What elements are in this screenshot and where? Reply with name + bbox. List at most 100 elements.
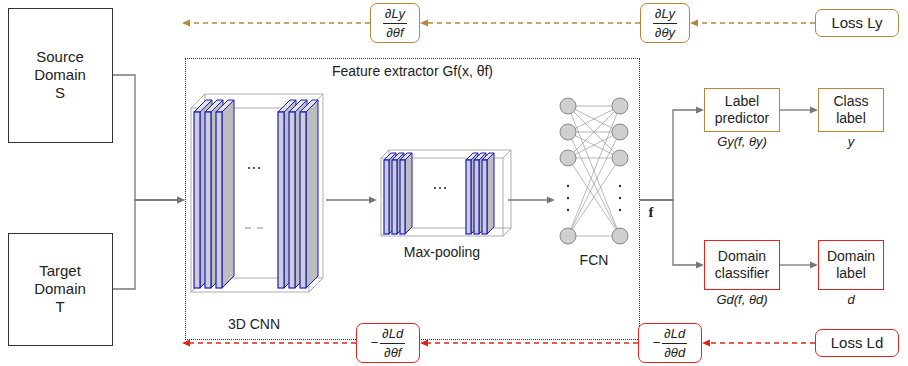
gradient-box: −∂Ld∂θf (356, 323, 420, 363)
arrowhead (182, 20, 190, 27)
box-text: Domain label (827, 248, 875, 282)
function-label: Gy(f, θy) (685, 134, 799, 150)
layer-slab (289, 112, 295, 288)
arrowhead (696, 107, 704, 114)
connector-line (780, 109, 812, 110)
layer-slab (384, 160, 389, 234)
layer-slab (487, 153, 494, 234)
layer-slab (389, 153, 396, 234)
arrowhead (810, 107, 818, 114)
gradient-numerator: ∂Ld (380, 326, 405, 344)
box-text: Target Domain T (34, 262, 86, 316)
function-label: y (799, 134, 903, 150)
box-text: Domain classifier (715, 248, 769, 282)
box-text: Class label (833, 93, 868, 127)
fc-connection (568, 158, 620, 236)
arrowhead (702, 340, 710, 347)
function-label: Gd(f, θd) (685, 292, 799, 308)
flow-arrow (369, 197, 377, 204)
stage-label: Max-pooling (404, 244, 480, 260)
fc-connection (568, 132, 620, 236)
gradient-flow-arrow (182, 20, 370, 27)
fc-connection (568, 132, 620, 158)
connector (780, 107, 818, 114)
connector (113, 197, 186, 290)
feature-symbol: f (649, 204, 654, 221)
ellipsis-dot (619, 197, 621, 199)
ellipsis-dot (567, 185, 569, 187)
volume-outline (503, 228, 511, 236)
connector-line (640, 110, 698, 200)
neuron (560, 150, 576, 166)
ellipsis-dash (257, 228, 263, 229)
arrowhead (696, 262, 704, 269)
ellipsis-dot (248, 167, 250, 169)
domain-box: Target Domain T (8, 233, 113, 346)
ellipsis-dot (253, 167, 255, 169)
fc-connection (568, 106, 620, 236)
layer-slab (306, 100, 318, 288)
fc-connection (568, 106, 620, 132)
layer-slab (482, 160, 487, 234)
layer-slab (205, 112, 211, 288)
layer-slab (200, 100, 212, 288)
volume-outline (191, 108, 309, 292)
connector (420, 20, 640, 27)
connector (113, 75, 186, 204)
domain-box: Source Domain S (8, 8, 113, 143)
loss-box: Loss Ld (815, 329, 899, 357)
volume-outline (503, 150, 511, 158)
gradient-box: ∂Ly∂θf (370, 3, 420, 43)
layer-slab (400, 160, 405, 234)
fc-connection (568, 132, 620, 236)
layer-slab (216, 112, 222, 288)
ellipsis-dot (567, 209, 569, 211)
ellipsis-dot (434, 187, 436, 189)
connector-line (696, 22, 815, 23)
class-label-box: Class labely (818, 88, 884, 132)
loss-box: Loss Ly (815, 9, 899, 37)
minus-sign: − (371, 335, 379, 351)
layer-slab (392, 160, 397, 234)
connector-line (188, 342, 356, 343)
layer-slab (471, 153, 478, 234)
function-label: d (799, 292, 903, 308)
gradient-numerator: ∂Ly (653, 6, 677, 24)
flow-arrow (508, 199, 548, 200)
box-text: Loss Ly (831, 14, 882, 32)
stage-label: FCN (580, 252, 609, 268)
region-heading: Feature extractor Gf(x, θf) (332, 63, 493, 80)
ellipsis-dot (619, 209, 621, 211)
gradient-box: −∂Ld∂θd (638, 323, 702, 363)
gradient-flow-arrow (182, 340, 356, 347)
layer-slab (284, 100, 296, 288)
ellipsis-dot (567, 197, 569, 199)
arrowhead (810, 262, 818, 269)
gradient-denominator: ∂θf (382, 344, 403, 361)
flow-arrow (547, 197, 555, 204)
connector-line (640, 200, 698, 265)
layer-slab (300, 112, 306, 288)
arrowhead (690, 20, 698, 27)
neuron (560, 228, 576, 244)
ellipsis-dot (439, 187, 441, 189)
ellipsis-dash (245, 228, 251, 229)
gradient-numerator: ∂Ly (383, 6, 407, 24)
neuron (560, 124, 576, 140)
box-text: Loss Ld (831, 334, 884, 352)
connector (640, 200, 704, 269)
layer-slab (479, 153, 486, 234)
layer-slab (211, 100, 223, 288)
gradient-box: ∂Ly∂θy (640, 3, 690, 43)
layer-slab (466, 160, 471, 234)
connector (702, 340, 815, 347)
fc-connection (568, 158, 620, 236)
flow-arrow (326, 199, 370, 200)
arrowhead (177, 197, 185, 204)
label-predictor-box: Label predictorGy(f, θy) (704, 88, 780, 132)
ellipsis-dot (619, 185, 621, 187)
connector-line (113, 75, 180, 200)
layer-slab (222, 100, 234, 288)
connector-line (708, 342, 815, 343)
